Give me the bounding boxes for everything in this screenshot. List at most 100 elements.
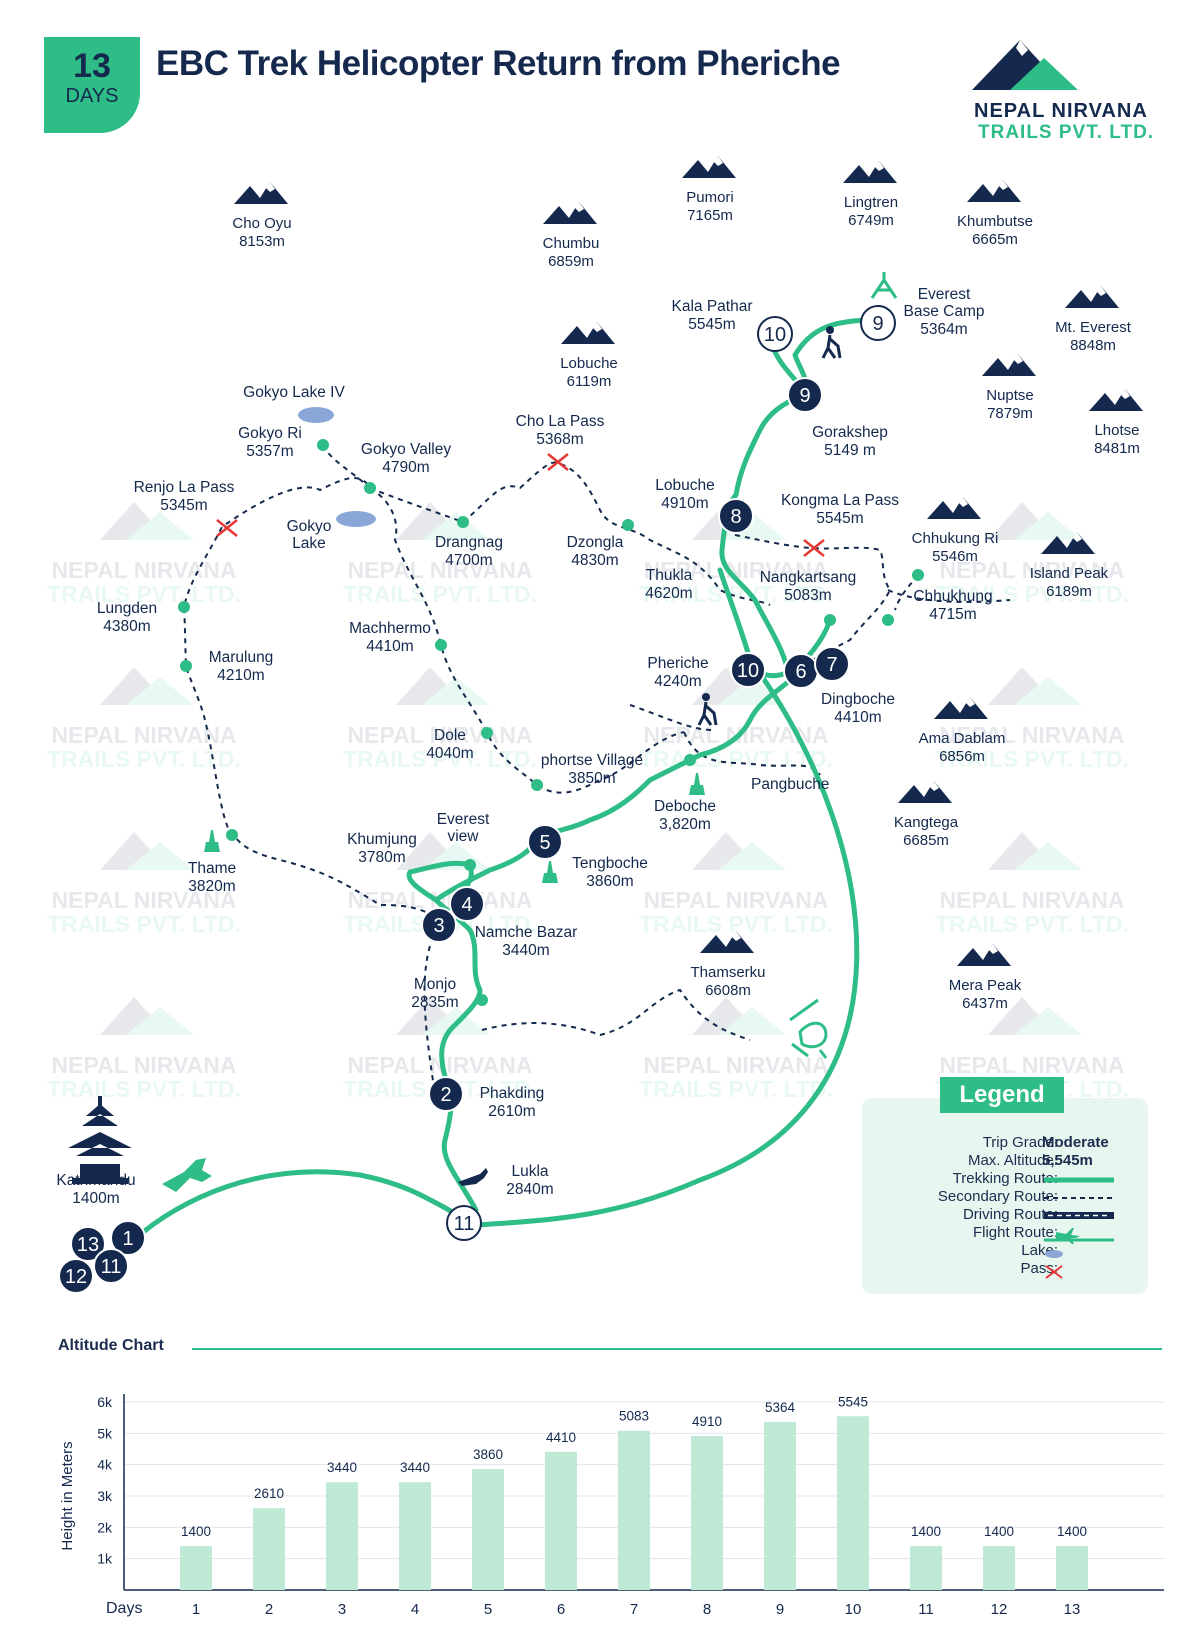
place-name: Everest [437, 811, 490, 828]
route-stop-dot [317, 439, 329, 451]
y-tick-label: 4k [97, 1457, 113, 1473]
watermark-line1: NEPAL NIRVANA [940, 1052, 1125, 1078]
legend-trip-grade-value: Moderate [1042, 1134, 1109, 1151]
day-marker: 5 [527, 824, 563, 860]
place-name: Dole [434, 727, 466, 744]
day-marker-number: 2 [440, 1084, 451, 1106]
day-marker-number: 13 [77, 1234, 99, 1256]
stupa-icon [689, 773, 705, 795]
secondary-route-kongmala [734, 534, 892, 666]
x-tick-label: 5 [484, 1601, 492, 1618]
legend-pass: Pass: [1020, 1260, 1058, 1277]
mountain-icon [1089, 389, 1143, 411]
day-marker-number: 9 [799, 385, 810, 407]
plane-icon [1056, 1228, 1080, 1244]
x-tick-label: 2 [265, 1601, 273, 1618]
legend-swatches [1044, 1177, 1114, 1279]
peak-altitude: 6859m [548, 253, 594, 270]
place-name: Chhukhung [913, 588, 992, 605]
place-altitude: 4715m [929, 606, 976, 623]
day-marker-number: 10 [737, 660, 759, 682]
watermark-line1: NEPAL NIRVANA [940, 887, 1125, 913]
place-name: Thukla [646, 567, 693, 584]
bar-value-label: 1400 [1057, 1524, 1087, 1539]
brand-subtitle: TRAILS PVT. LTD. [978, 122, 1155, 143]
x-tick-label: 10 [845, 1601, 862, 1618]
place-name: Lukla [511, 1163, 548, 1180]
place-altitude: 3850m [568, 770, 615, 787]
place-name: Gorakshep [812, 424, 888, 441]
legend-max-altitude-label: Max. Altitude: [967, 1152, 1058, 1169]
watermark-line1: NEPAL NIRVANA [348, 557, 533, 583]
mountain-icon [234, 182, 288, 204]
day-marker: 1 [110, 1220, 146, 1256]
hiker-icon [821, 326, 842, 359]
place-name: Lungden [97, 600, 157, 617]
bar [618, 1430, 650, 1590]
bar [472, 1469, 504, 1590]
bar [691, 1436, 723, 1590]
mountain-icon [898, 781, 952, 803]
day-marker: 10 [757, 316, 793, 352]
peak-altitude: 6749m [848, 212, 894, 229]
place-name: Namche Bazar [475, 924, 578, 941]
place-name: Dzongla [567, 534, 624, 551]
place-altitude: 5368m [536, 431, 583, 448]
day-marker: 11 [446, 1205, 482, 1241]
place-name: Machhermo [349, 620, 431, 637]
place-name: Gokyo Lake IV [243, 384, 345, 401]
y-tick-label: 3k [97, 1488, 113, 1504]
route-stop-dot [912, 569, 924, 581]
lake-icon [298, 407, 334, 423]
day-marker-number: 6 [795, 661, 806, 683]
x-tick-label: 13 [1064, 1601, 1081, 1618]
bar [399, 1482, 431, 1590]
place-altitude: 4700m [445, 552, 492, 569]
pass-icon [216, 519, 238, 537]
bar-value-label: 3440 [327, 1460, 357, 1475]
peak-name: Khumbutse [957, 213, 1033, 230]
x-tick-label: 8 [703, 1601, 711, 1618]
pass-icon [1045, 1265, 1063, 1279]
route-stop-dot [531, 779, 543, 791]
watermark-line2: TRAILS PVT. LTD. [639, 1076, 833, 1102]
route-stop-dot [882, 614, 894, 626]
x-tick-label: 6 [557, 1601, 565, 1618]
hiker-icon [697, 693, 718, 726]
bar-value-label: 4410 [546, 1430, 576, 1445]
peak-name: Chumbu [543, 235, 600, 252]
mountain-icon [927, 497, 981, 519]
helicopter-icon [789, 998, 828, 1059]
watermark-line2: TRAILS PVT. LTD. [639, 581, 833, 607]
day-marker: 11 [93, 1248, 129, 1284]
bar-value-label: 5545 [838, 1394, 868, 1409]
place-altitude: 3440m [502, 942, 549, 959]
route-stop-dot [178, 601, 190, 613]
day-marker: 7 [814, 646, 850, 682]
place-altitude: 4410m [366, 638, 413, 655]
place-altitude: 2835m [411, 994, 458, 1011]
stupa-icon [204, 830, 220, 852]
place-name: phortse Village [541, 752, 643, 769]
mountain-icon [967, 180, 1021, 202]
peak-altitude: 6608m [705, 982, 751, 999]
watermark-line2: TRAILS PVT. LTD. [343, 581, 537, 607]
place: Pangbuche [751, 776, 829, 793]
place-altitude: 5545m [688, 316, 735, 333]
bar [764, 1421, 796, 1590]
